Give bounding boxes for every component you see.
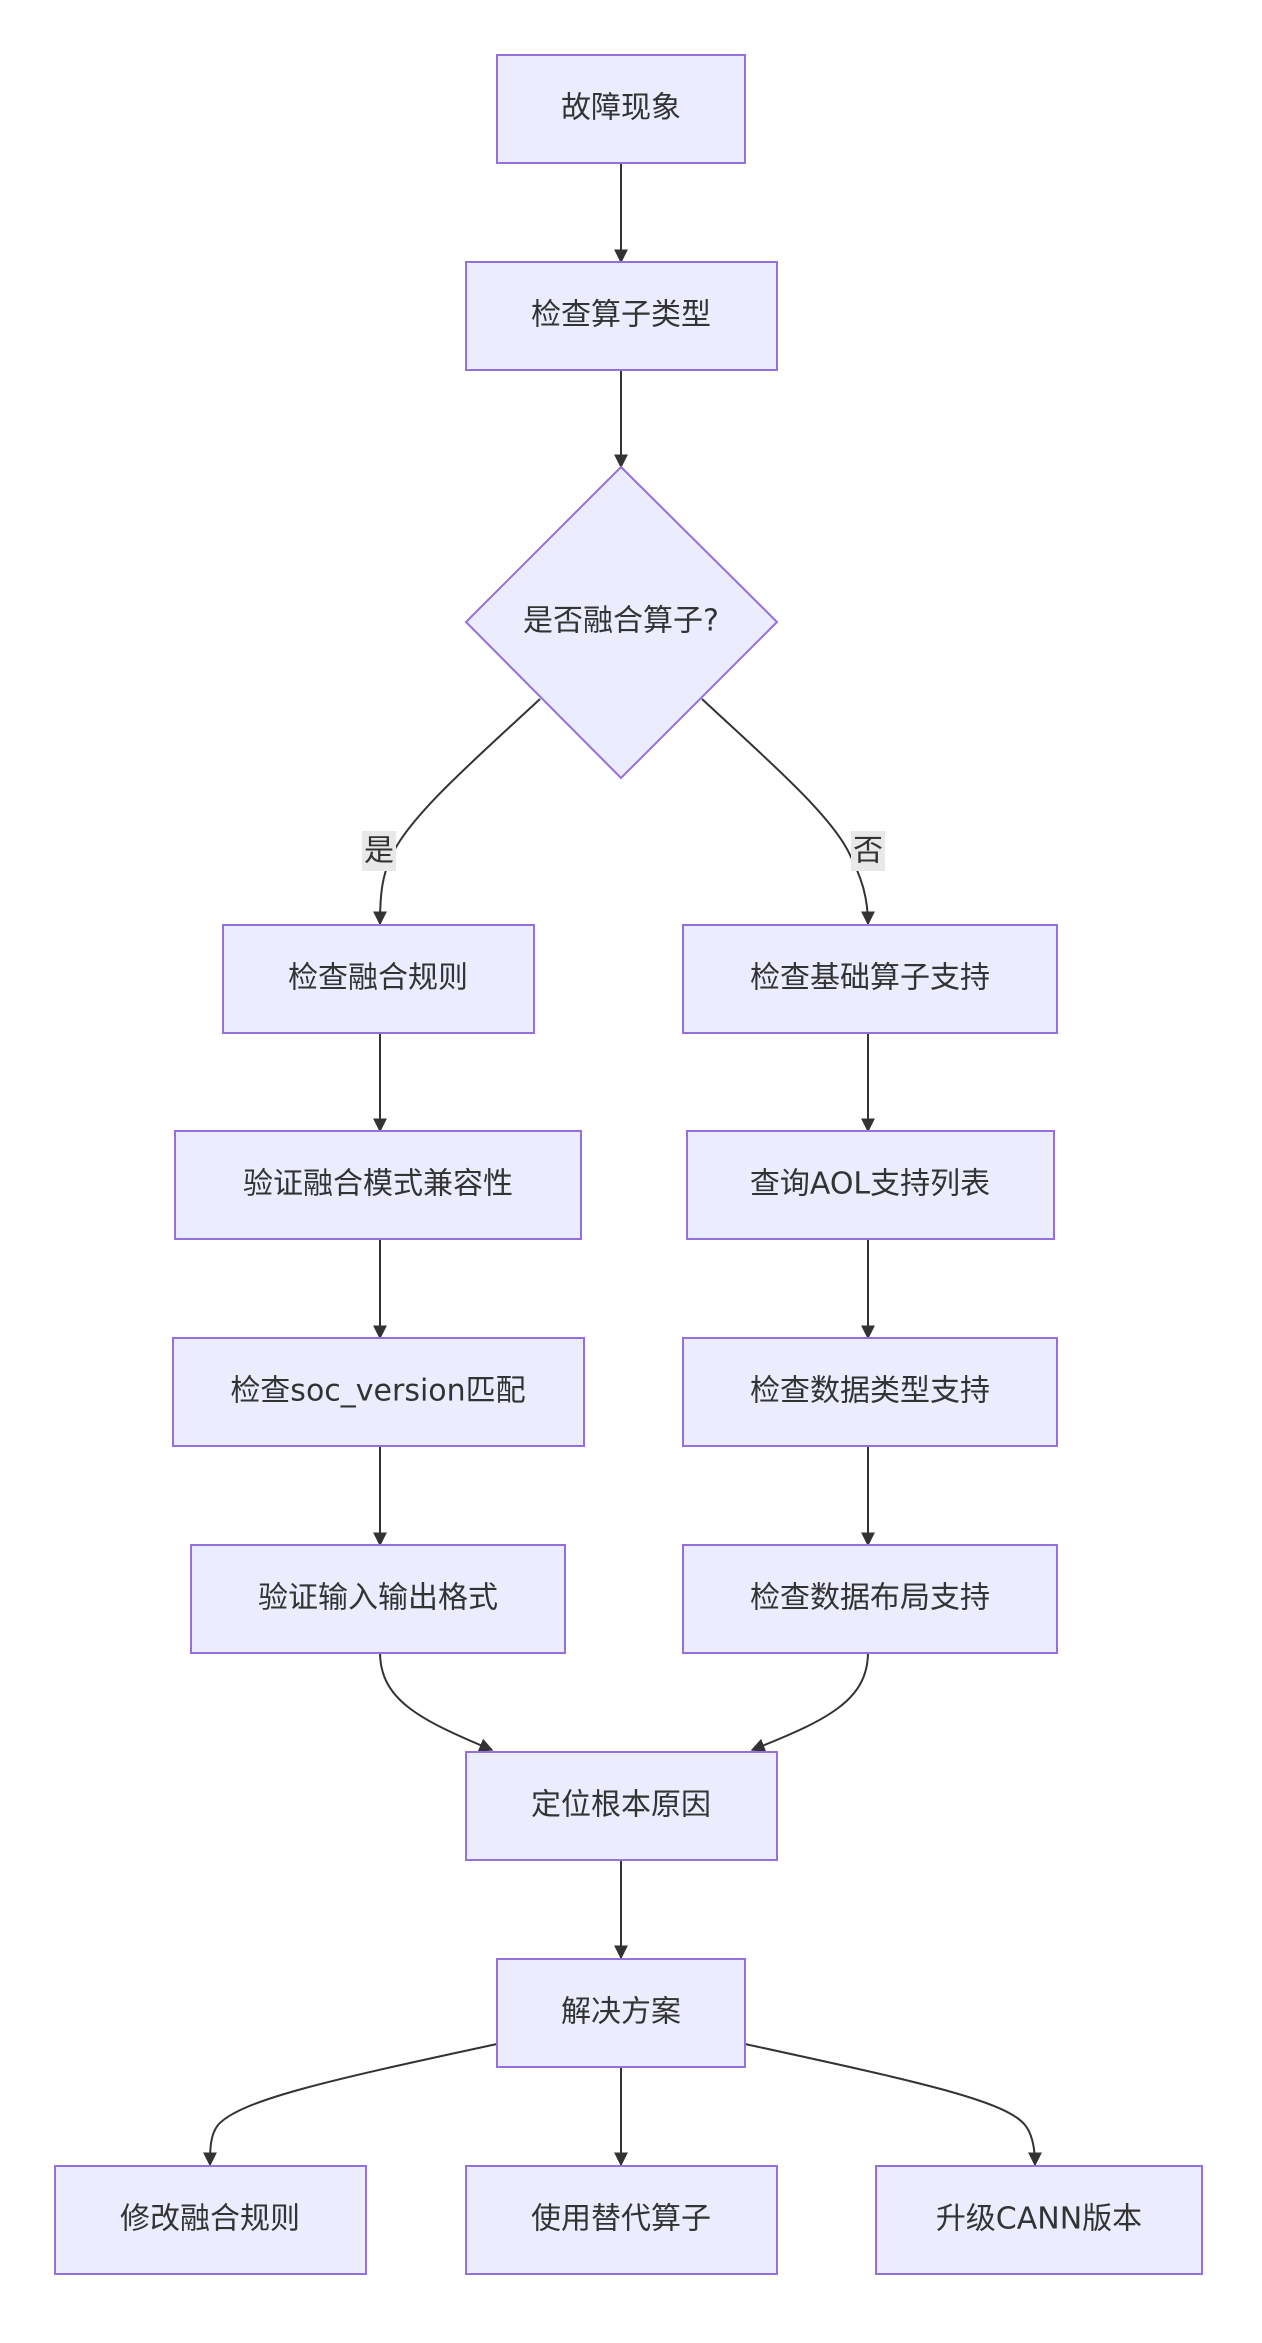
edges: [203, 163, 1042, 2167]
node-check-soc-version-label: 检查soc_version匹配: [230, 1374, 525, 1409]
node-check-layout-support-label: 检查数据布局支持: [750, 1581, 990, 1616]
node-verify-io-format[interactable]: 验证输入输出格式: [190, 1544, 566, 1654]
node-solution[interactable]: 解决方案: [496, 1958, 746, 2068]
edge-io-to-root-cause: [379, 1651, 494, 1752]
edge-solution-to-modify: [203, 2043, 498, 2167]
node-is-fused-label: 是否融合算子?: [523, 604, 719, 639]
node-use-alt-op[interactable]: 使用替代算子: [465, 2165, 778, 2275]
node-verify-fusion-compat-label: 验证融合模式兼容性: [243, 1167, 513, 1202]
edge-label-no-group: 否: [851, 831, 885, 871]
node-check-dtype-support-label: 检查数据类型支持: [750, 1374, 990, 1409]
node-check-op-type-label: 检查算子类型: [531, 298, 711, 333]
node-check-dtype-support[interactable]: 检查数据类型支持: [682, 1337, 1058, 1447]
node-locate-root-cause-label: 定位根本原因: [531, 1788, 711, 1823]
edge-is-fused-no: [701, 698, 875, 926]
node-is-fused-decision[interactable]: 是否融合算子?: [464, 465, 779, 780]
node-check-fusion-rules[interactable]: 检查融合规则: [222, 924, 535, 1034]
node-upgrade-cann[interactable]: 升级CANN版本: [875, 2165, 1203, 2275]
edge-solution-to-cann: [744, 2043, 1042, 2167]
node-modify-fusion-rules[interactable]: 修改融合规则: [54, 2165, 367, 2275]
node-fault[interactable]: 故障现象: [496, 54, 746, 164]
edge-label-yes: 是: [364, 834, 394, 869]
node-check-base-support[interactable]: 检查基础算子支持: [682, 924, 1058, 1034]
node-query-aol-label: 查询AOL支持列表: [750, 1167, 990, 1202]
node-check-op-type[interactable]: 检查算子类型: [465, 261, 778, 371]
node-solution-label: 解决方案: [561, 1995, 681, 2030]
node-locate-root-cause[interactable]: 定位根本原因: [465, 1751, 778, 1861]
edge-is-fused-yes: [373, 698, 541, 926]
edge-label-yes-bg: [362, 831, 396, 871]
edge-label-no: 否: [853, 834, 883, 869]
edge-layout-to-root-cause: [750, 1651, 869, 1752]
node-modify-fusion-rules-label: 修改融合规则: [120, 2202, 300, 2237]
node-fault-label: 故障现象: [561, 91, 681, 126]
edge-label-yes-group: 是: [362, 831, 396, 871]
node-check-layout-support[interactable]: 检查数据布局支持: [682, 1544, 1058, 1654]
node-query-aol[interactable]: 查询AOL支持列表: [686, 1130, 1055, 1240]
edge-label-no-bg: [851, 831, 885, 871]
node-check-fusion-rules-label: 检查融合规则: [288, 961, 468, 996]
node-check-soc-version[interactable]: 检查soc_version匹配: [172, 1337, 585, 1447]
node-verify-fusion-compat[interactable]: 验证融合模式兼容性: [174, 1130, 582, 1240]
node-verify-io-format-label: 验证输入输出格式: [258, 1581, 498, 1616]
node-upgrade-cann-label: 升级CANN版本: [936, 2202, 1142, 2237]
node-use-alt-op-label: 使用替代算子: [531, 2202, 711, 2237]
node-check-base-support-label: 检查基础算子支持: [750, 961, 990, 996]
